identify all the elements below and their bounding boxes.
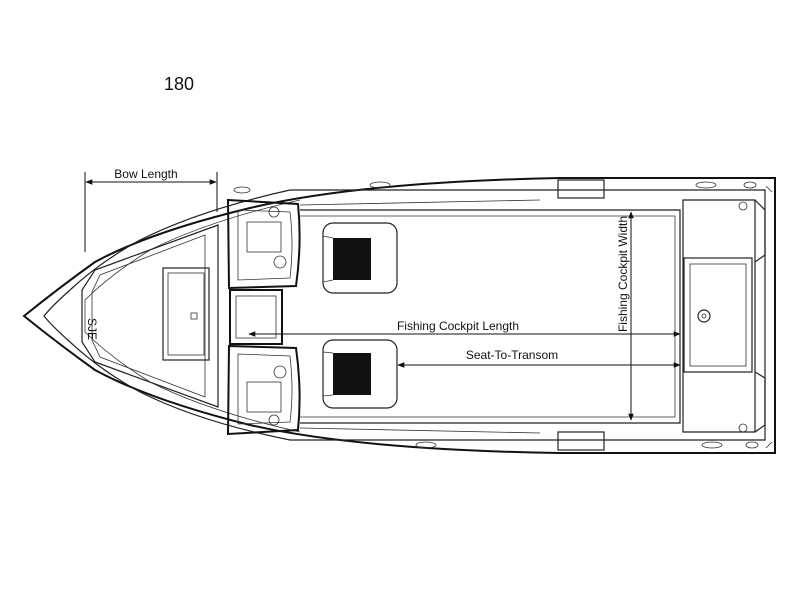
bow-hatch [162,267,210,361]
fishing-cockpit-width-dimension: Fishing Cockpit Width [616,211,634,421]
fishing-cockpit-length-dimension: Fishing Cockpit Length [248,319,681,337]
seat-to-transom-label: Seat-To-Transom [466,348,558,362]
hull-outline [22,177,776,454]
bow-deck: SJE [81,224,219,408]
bow-length-label: Bow Length [114,167,177,181]
gunwale-fittings [233,179,759,451]
seat-starboard [322,222,398,294]
seat-stripe [333,238,371,280]
model-number: 180 [164,74,195,94]
cockpit-floor [300,209,681,424]
fishing-cockpit-length-label: Fishing Cockpit Length [397,319,519,333]
seat-to-transom-dimension: Seat-To-Transom [397,348,681,368]
bow-logo-text: SJE [85,318,99,340]
windshield-walkthrough [229,289,283,345]
bow-length-dimension: Bow Length [84,167,218,252]
fishing-cockpit-width-label: Fishing Cockpit Width [616,216,630,332]
seat-port [322,339,398,409]
windshield-console-port [226,344,301,436]
windshield-console-starboard [226,198,301,290]
seat-stripe [333,353,371,395]
rear-deck [682,185,773,449]
